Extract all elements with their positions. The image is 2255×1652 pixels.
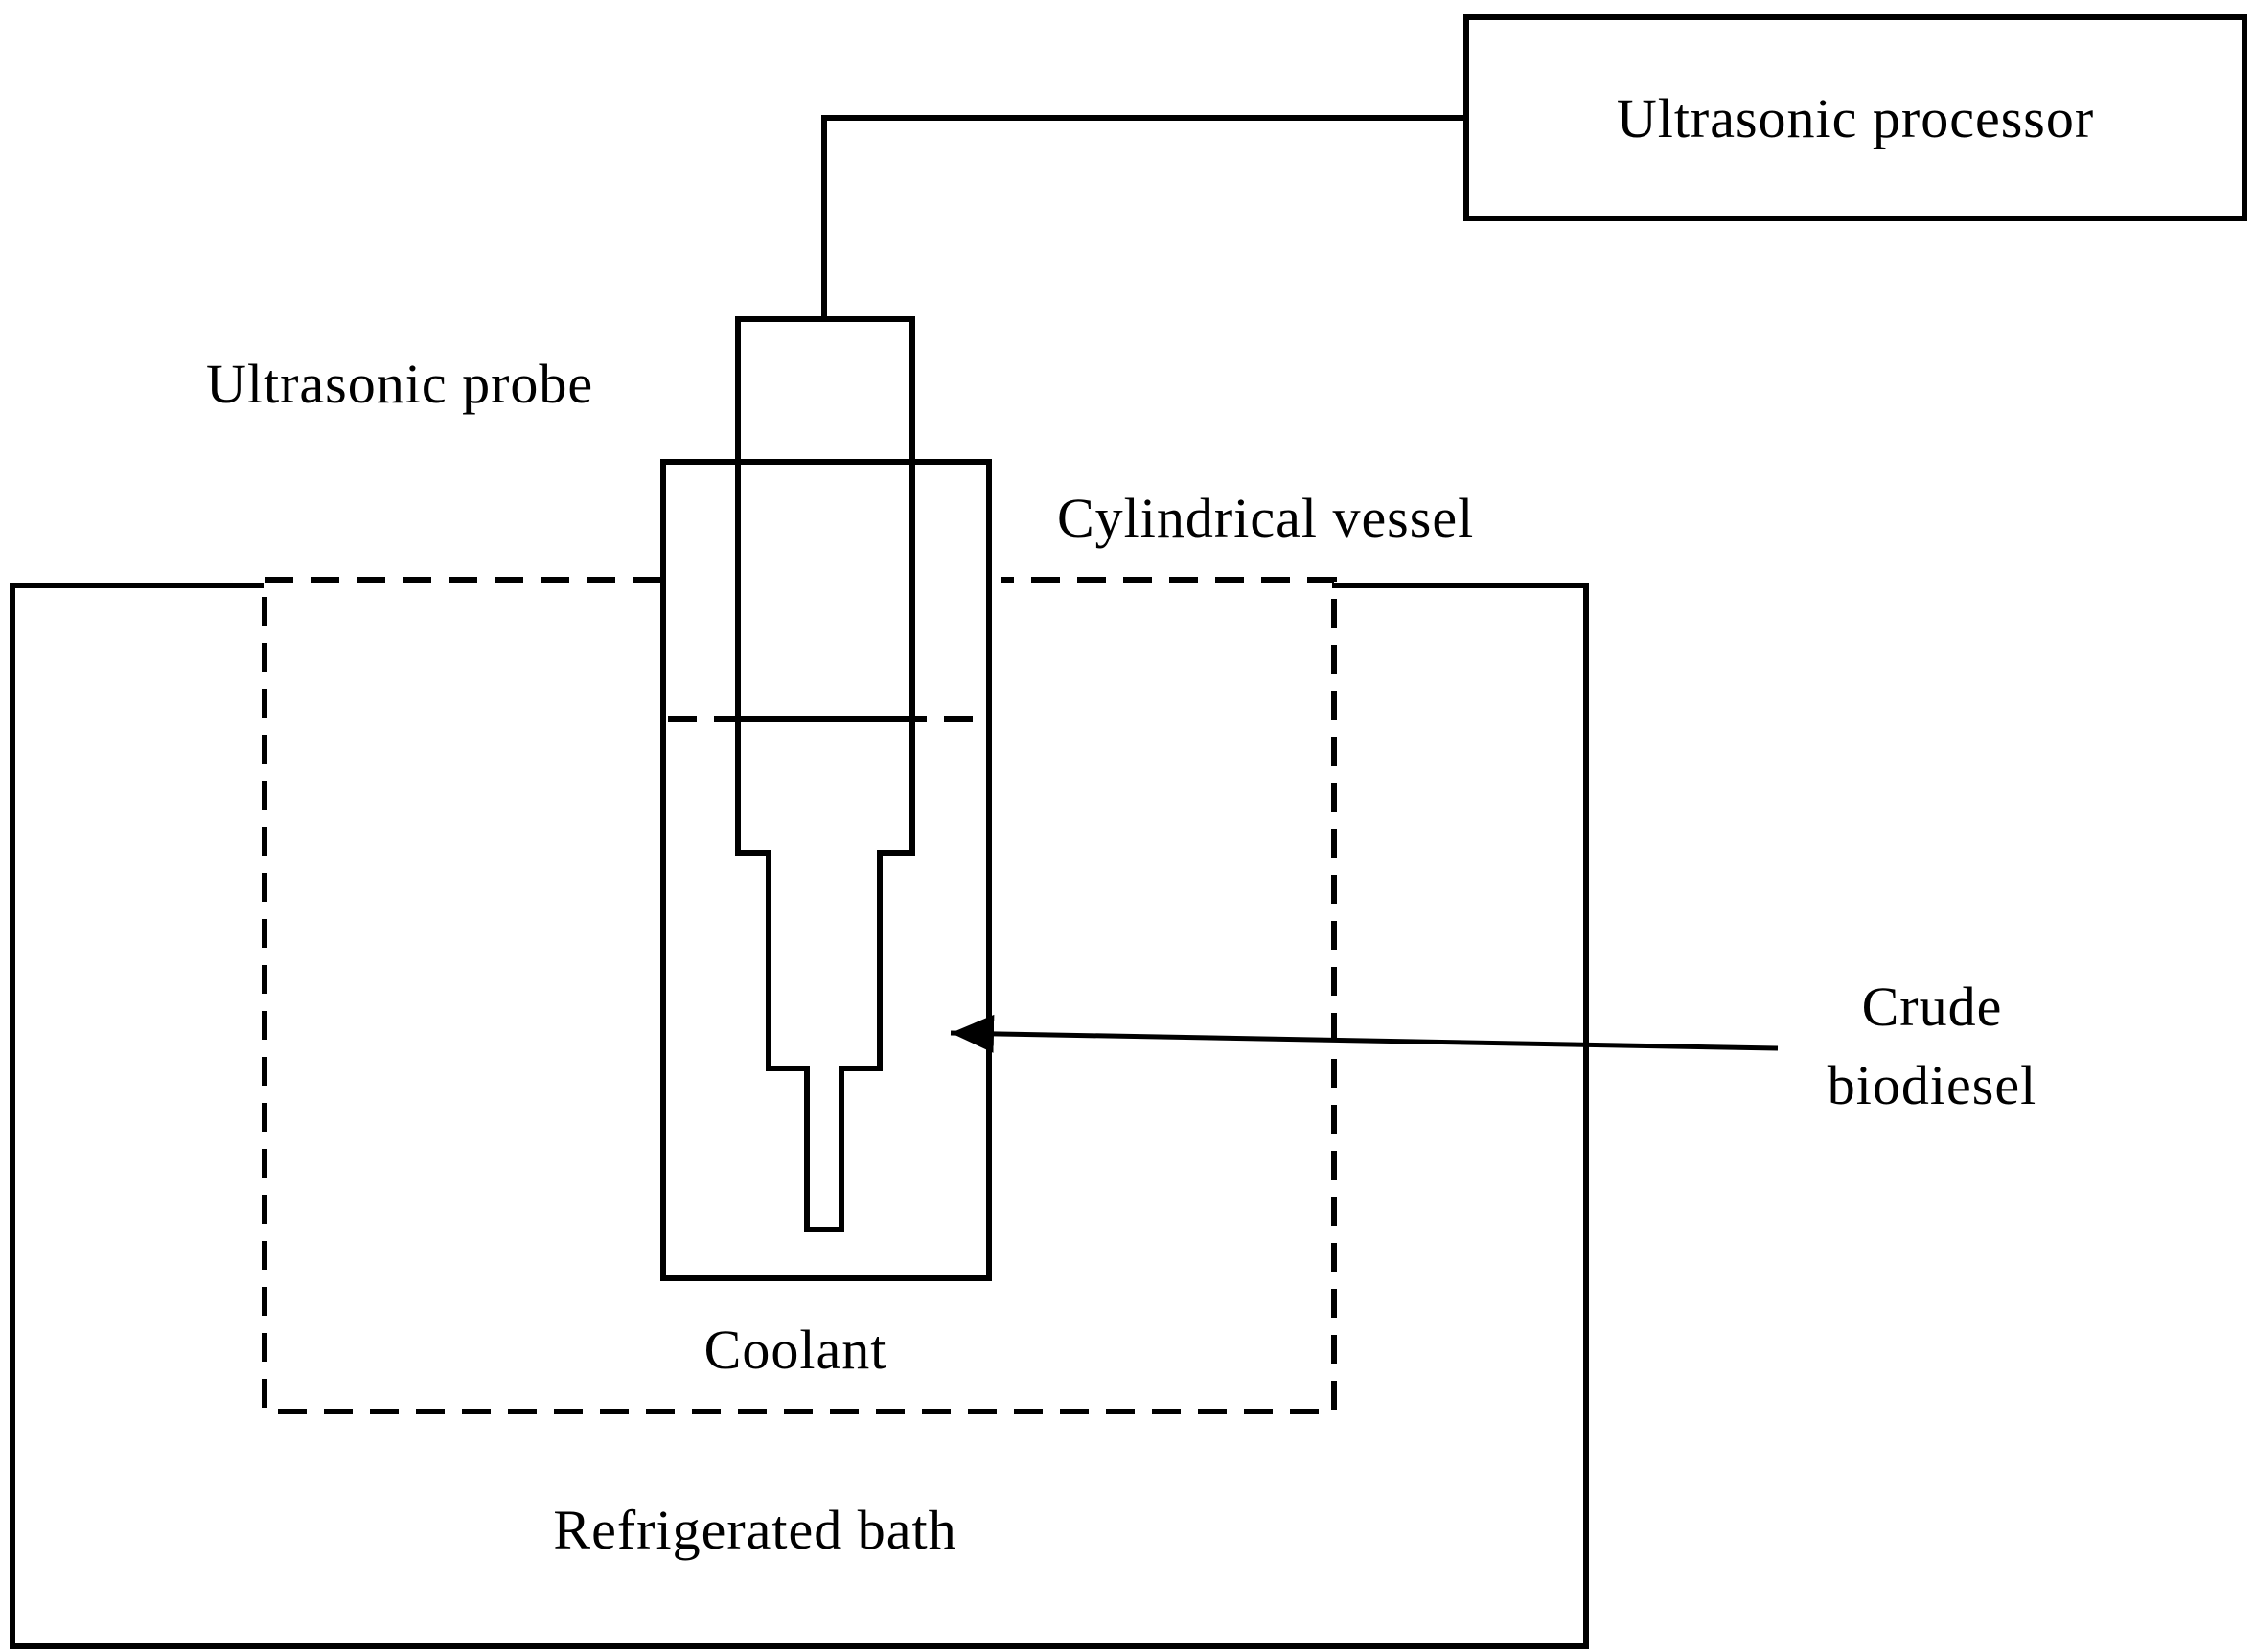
crude-biodiesel-label-line2: biodiesel	[1828, 1054, 2036, 1116]
ultrasonic-probe	[735, 316, 915, 1232]
crude-biodiesel-arrow	[950, 1014, 1779, 1053]
refrigerated-bath-outline	[10, 583, 1589, 1649]
ultrasonic-probe-label: Ultrasonic probe	[206, 353, 593, 415]
coolant-region-outline	[262, 577, 1337, 1414]
coolant-label: Coolant	[704, 1319, 887, 1381]
crude-biodiesel-label-line1: Crude	[1862, 975, 2003, 1038]
cylindrical-vessel	[660, 459, 992, 1281]
refrigerated-bath-label: Refrigerated bath	[553, 1499, 956, 1561]
cylindrical-vessel-label: Cylindrical vessel	[1057, 487, 1474, 549]
processor-cable	[821, 115, 1466, 319]
ultrasonic-processor-label: Ultrasonic processor	[1617, 87, 2094, 149]
